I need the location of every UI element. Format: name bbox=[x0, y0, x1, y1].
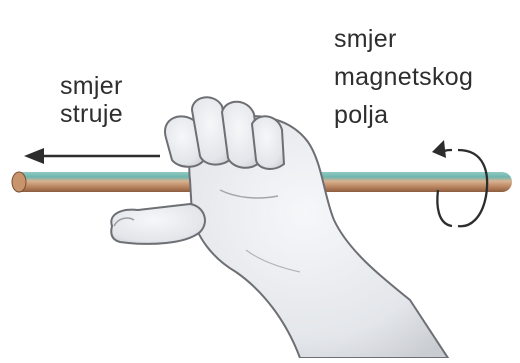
field-label-line-3: polja bbox=[334, 96, 473, 134]
thumb bbox=[111, 204, 205, 244]
magnetic-field-direction-label: smjer magnetskog polja bbox=[334, 20, 473, 134]
right-hand bbox=[111, 97, 448, 358]
field-label-line-2: magnetskog bbox=[334, 58, 473, 96]
current-label-line-2: struje bbox=[60, 100, 123, 128]
finger-little bbox=[252, 116, 284, 169]
current-direction-label: smjer struje bbox=[60, 72, 123, 128]
field-label-line-1: smjer bbox=[334, 20, 473, 58]
left-arrow-icon bbox=[24, 148, 160, 164]
current-label-line-1: smjer bbox=[60, 72, 123, 100]
